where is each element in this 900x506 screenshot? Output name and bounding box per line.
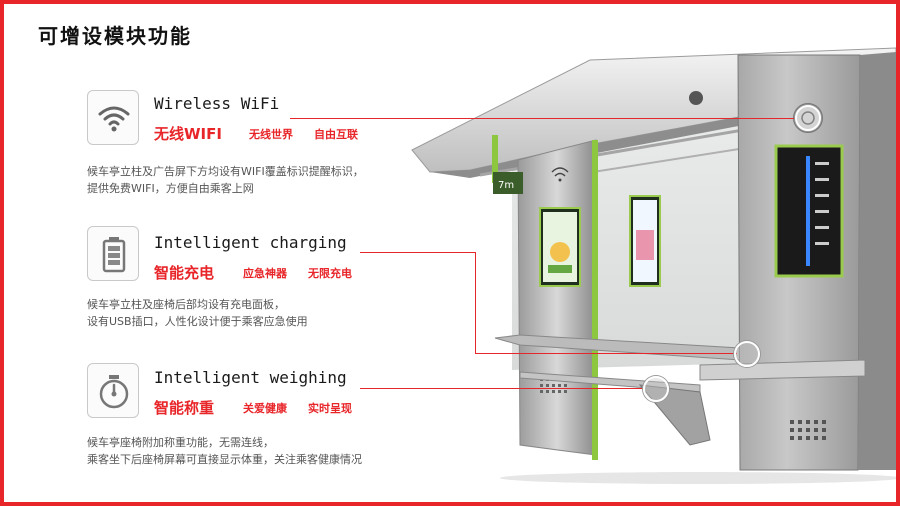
feature-title-en: Wireless WiFi — [154, 94, 280, 113]
feature-tag: 无线世界 — [249, 128, 293, 141]
feature-description-line: 提供免费WIFI，方便自由乘客上网 — [87, 182, 254, 195]
feature-title-cn: 智能称重 — [154, 399, 215, 417]
feature-description-line: 乘客坐下后座椅屏幕可直接显示体重，关注乘客健康情况 — [87, 453, 362, 466]
wifi-icon — [98, 106, 130, 132]
feature-tag: 关爱健康 — [243, 402, 287, 415]
wifi-icon-box — [87, 90, 139, 145]
scale-icon — [99, 375, 129, 409]
feature-tag: 应急神器 — [243, 267, 287, 280]
weighing-callout-line — [360, 388, 645, 389]
feature-tag: 无限充电 — [308, 267, 352, 280]
charging-callout-line-h1 — [360, 252, 476, 253]
scale-icon-box — [87, 363, 139, 418]
feature-description-line: 候车亭立柱及座椅后部均设有充电面板， — [87, 298, 285, 311]
wifi-callout-line — [290, 118, 795, 119]
feature-title-en: Intelligent charging — [154, 233, 347, 252]
feature-tag: 实时呈现 — [308, 402, 352, 415]
charging-callout-marker — [734, 341, 760, 367]
weighing-callout-marker — [643, 376, 669, 402]
battery-icon — [102, 237, 126, 273]
charging-callout-line-v — [475, 252, 476, 353]
svg-text:7m: 7m — [498, 180, 514, 191]
feature-description-line: 设有USB插口，人性化设计便于乘客应急使用 — [87, 315, 308, 328]
feature-description-line: 候车亭座椅附加称重功能，无需连线， — [87, 436, 274, 449]
charging-callout-line-h2 — [475, 353, 737, 354]
page-title: 可增设模块功能 — [38, 24, 192, 48]
feature-title-cn: 智能充电 — [154, 264, 215, 282]
feature-description-line: 候车亭立柱及广告屏下方均设有WIFI覆盖标识提醒标识， — [87, 165, 364, 178]
feature-title-en: Intelligent weighing — [154, 368, 347, 387]
bus-shelter-illustration: 7m — [411, 47, 896, 484]
wifi-callout-marker — [795, 105, 821, 131]
feature-tag: 自由互联 — [314, 128, 358, 141]
feature-title-cn: 无线WIFI — [154, 125, 222, 143]
battery-icon-box — [87, 226, 139, 281]
